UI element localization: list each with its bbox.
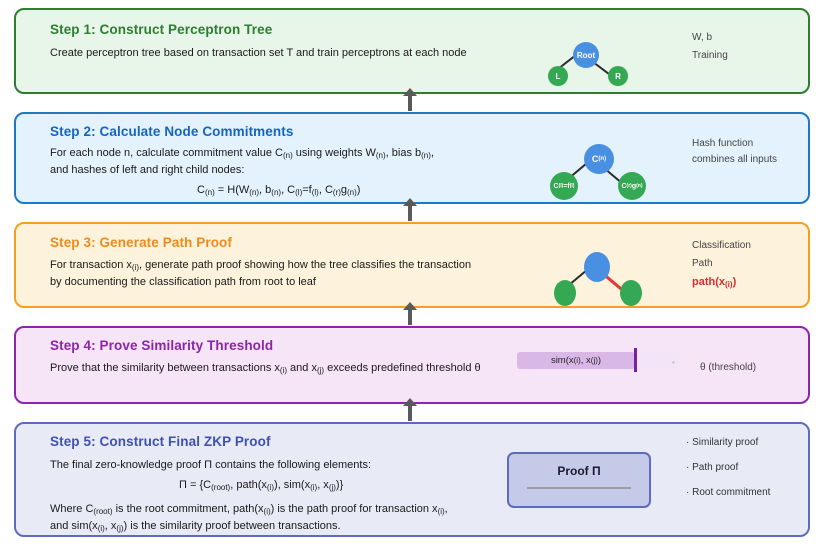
step-4-threshold-note: θ (threshold) xyxy=(700,362,757,373)
step-1-note-1: W, b xyxy=(692,32,713,43)
threshold-marker xyxy=(634,348,637,372)
tree-node-root xyxy=(584,252,610,282)
step-5-description-line3: and sim(x(i), x(j)) is the similarity pr… xyxy=(50,520,341,533)
tree-node-right: C(r)g(n) xyxy=(618,172,646,200)
step-2-title: Step 2: Calculate Node Commitments xyxy=(50,124,294,139)
flow-arrow-step3-to-step2 xyxy=(403,198,417,221)
step-2-description-line1: For each node n, calculate commitment va… xyxy=(50,147,434,160)
tree-node-left xyxy=(554,280,576,306)
step-2-description-line2: and hashes of left and right child nodes… xyxy=(50,164,245,176)
similarity-bar: sim(x(i), x(j)) xyxy=(517,352,635,369)
tree-node-left: L xyxy=(548,66,568,86)
tree-node-right xyxy=(620,280,642,306)
tree-node-root: Root xyxy=(573,42,599,68)
step-1-title: Step 1: Construct Perceptron Tree xyxy=(50,22,273,37)
tree-node-root: C(n) xyxy=(584,144,614,174)
step-5-title: Step 5: Construct Final ZKP Proof xyxy=(50,434,271,449)
step-2-tree-diagram: C(n) C(l)=f(l) C(r)g(n) xyxy=(536,130,666,200)
step-5-description-line1: The final zero-knowledge proof Π contain… xyxy=(50,459,372,471)
step-3-tree-diagram xyxy=(536,238,666,306)
step-2-note-1: Hash function xyxy=(692,138,754,149)
step-1-description: Create perceptron tree based on transact… xyxy=(50,47,467,59)
step-5-bullet-2: · Path proof xyxy=(686,462,739,473)
flow-arrow-step2-to-step1 xyxy=(403,88,417,111)
step-2-note-2: combines all inputs xyxy=(692,154,778,165)
proof-box-divider xyxy=(527,487,631,489)
tree-node-left: C(l)=f(l) xyxy=(550,172,578,200)
step-3-description-line1: For transaction x(i), generate path proo… xyxy=(50,259,472,272)
proof-box-label: Proof Π xyxy=(557,464,601,478)
step-3-description-line2: by documenting the classification path f… xyxy=(50,276,316,288)
step-card-5: Step 5: Construct Final ZKP Proof The fi… xyxy=(14,422,810,537)
step-4-description: Prove that the similarity between transa… xyxy=(50,362,481,375)
step-card-2: Step 2: Calculate Node Commitments For e… xyxy=(14,112,810,204)
similarity-bar-label: sim(x(i), x(j)) xyxy=(550,355,602,366)
track-tick: • xyxy=(672,358,675,367)
step-3-highlight-note: path(x(i)) xyxy=(692,276,737,289)
step-card-3: Step 3: Generate Path Proof For transact… xyxy=(14,222,810,308)
step-1-note-2: Training xyxy=(692,50,728,61)
step-card-1: Step 1: Construct Perceptron Tree Create… xyxy=(14,8,810,94)
tree-node-right: R xyxy=(608,66,628,86)
step-2-formula: C(n) = H(W(n), b(n), C(l)=f(l), C(r)g(n)… xyxy=(197,184,361,197)
flow-arrow-step5-to-step4 xyxy=(403,398,417,421)
step-3-note-1: Classification xyxy=(692,240,751,251)
step-4-title: Step 4: Prove Similarity Threshold xyxy=(50,338,274,353)
step-5-description-line2: Where C(root) is the root commitment, pa… xyxy=(50,503,448,516)
proof-box: Proof Π xyxy=(507,452,651,508)
step-5-bullet-1: · Similarity proof xyxy=(686,437,759,448)
step-5-bullet-3: · Root commitment xyxy=(686,487,771,498)
step-3-note-2: Path xyxy=(692,258,713,269)
step-1-tree-diagram: Root L R xyxy=(528,28,648,88)
step-5-formula: Π = {C(root), path(x(i)), sim(x(i), x(j)… xyxy=(179,479,344,492)
flow-arrow-step4-to-step3 xyxy=(403,302,417,325)
similarity-track xyxy=(635,352,680,369)
step-3-title: Step 3: Generate Path Proof xyxy=(50,235,232,250)
step-card-4: Step 4: Prove Similarity Threshold Prove… xyxy=(14,326,810,404)
